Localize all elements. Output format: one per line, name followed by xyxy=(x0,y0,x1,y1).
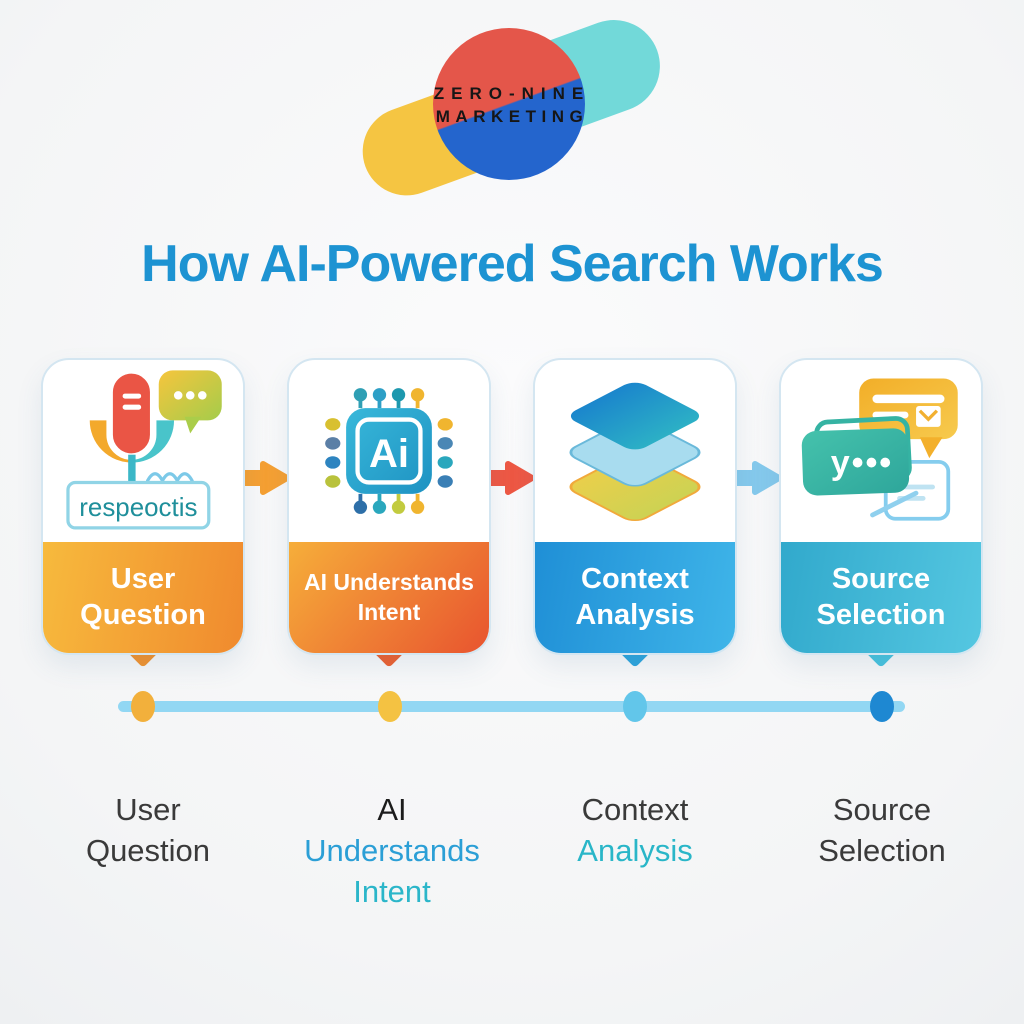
card-icon-area xyxy=(535,360,735,542)
footer-line: Source xyxy=(832,792,932,827)
logo-circle-shape xyxy=(433,28,585,180)
card-label-panel: AI Understands Intent xyxy=(289,542,489,653)
footer-line: Selection xyxy=(818,833,946,868)
arrow-right-icon xyxy=(240,461,290,495)
microphone-and-speech-bubble-icon: respeoctis xyxy=(66,367,222,530)
footer-line: User xyxy=(115,792,181,827)
footer-label-user-question: User Question xyxy=(18,789,278,871)
card-body: Context Analysis xyxy=(533,358,737,655)
chip-label: Ai xyxy=(369,432,409,476)
card-label: AI Understands Intent xyxy=(304,568,474,625)
card-label-panel: User Question xyxy=(43,542,243,653)
timeline-dot-3 xyxy=(623,691,647,722)
card-label: Source Selection xyxy=(816,563,946,631)
footer-line: Analysis xyxy=(577,833,693,868)
timeline-dot-1 xyxy=(131,691,155,722)
ai-chip-icon: Ai xyxy=(325,388,453,514)
input-box-text: respeoctis xyxy=(79,494,197,522)
footer-line: Question xyxy=(85,833,211,868)
timeline-line xyxy=(118,701,905,712)
logo-line-2: MARKETING xyxy=(435,107,589,126)
card-icon-area: y••• xyxy=(781,360,981,542)
card-label-panel: Context Analysis xyxy=(535,542,735,653)
card-label: Context Analysis xyxy=(575,563,695,631)
logo-line-1: ZERO-NINE xyxy=(433,84,591,103)
card-body: Ai AI Understands Intent xyxy=(287,358,491,655)
card-icon-area: respeoctis xyxy=(43,360,243,542)
card-icon-area: Ai xyxy=(289,360,489,542)
footer-label-ai-understands-intent: AI Understands Intent xyxy=(262,789,522,912)
footer-label-source-selection: Source Selection xyxy=(752,789,1012,871)
timeline-dot-2 xyxy=(378,691,402,722)
step-card-context-analysis: Context Analysis xyxy=(533,358,737,668)
arrow-right-icon xyxy=(732,461,782,495)
step-card-user-question: respeoctis User Question xyxy=(41,358,245,668)
source-cards-icon: y••• xyxy=(801,378,958,521)
footer-line: AI xyxy=(377,792,407,827)
brand-logo: ZERO-NINE MARKETING xyxy=(332,7,692,208)
source-card-text: y••• xyxy=(831,444,893,482)
card-body: y••• Source Selection xyxy=(779,358,983,655)
page-title: How AI-Powered Search Works xyxy=(141,235,884,293)
step-card-source-selection: y••• Source Selection xyxy=(779,358,983,668)
timeline-dot-4 xyxy=(870,691,894,722)
footer-line: Understands xyxy=(304,833,480,868)
arrow-right-icon xyxy=(485,461,535,495)
logo-wordmark: ZERO-NINE MARKETING xyxy=(332,82,692,128)
footer-line: Intent xyxy=(353,874,431,909)
step-card-ai-understands-intent: Ai AI Understands Intent xyxy=(287,358,491,668)
card-label-panel: Source Selection xyxy=(781,542,981,653)
layers-icon xyxy=(569,382,701,521)
card-label: User Question xyxy=(80,563,206,631)
card-body: respeoctis User Question xyxy=(41,358,245,655)
footer-line: Context xyxy=(581,792,689,827)
footer-label-context-analysis: Context Analysis xyxy=(505,789,765,871)
